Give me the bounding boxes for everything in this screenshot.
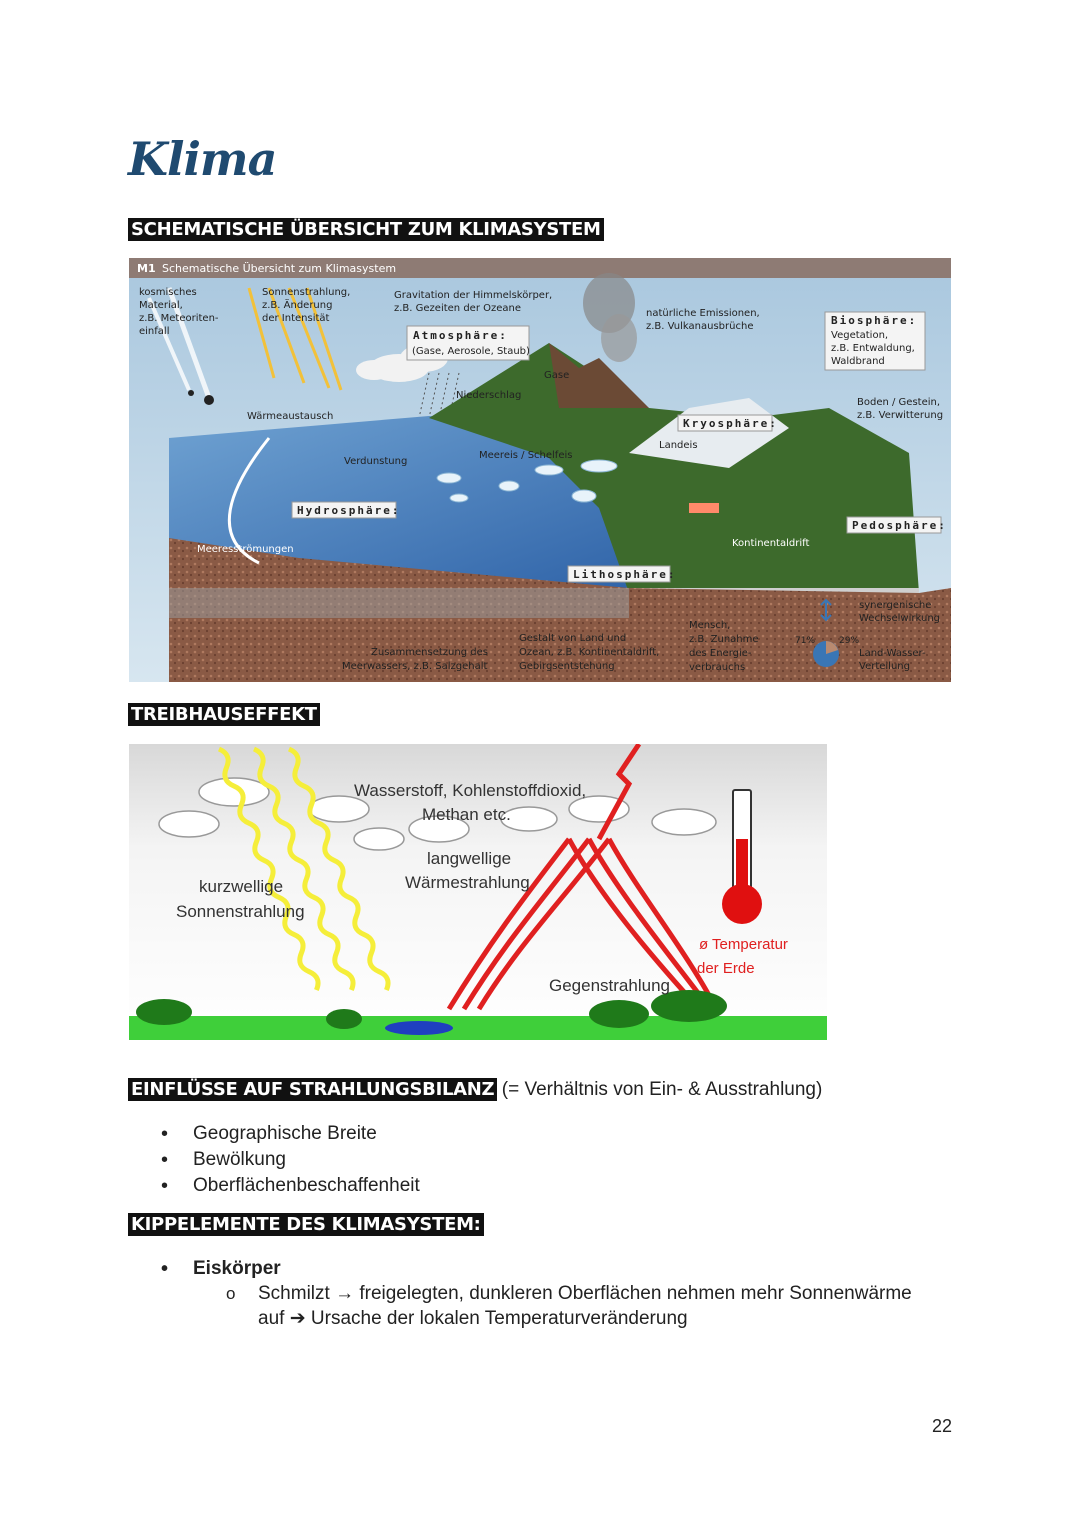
list-item: Bewölkung — [128, 1147, 948, 1173]
label-meereis: Meereis / Schelfeis — [479, 450, 572, 461]
label-meeresstroemungen: Meeresströmungen — [197, 544, 294, 555]
label-biosphaere-sub-3: Waldbrand — [831, 356, 885, 367]
label-niederschlag: Niederschlag — [456, 390, 521, 401]
label-hydrosphaere: Hydrosphäre: — [297, 504, 400, 517]
figure-klimasystem: M1 Schematische Übersicht zum Klimasyste… — [129, 258, 951, 682]
sub-item-line-2: auf ➔ Ursache der lokalen Temperaturverä… — [258, 1308, 688, 1329]
strahlungsbilanz-note: (= Verhältnis von Ein- & Ausstrahlung) — [501, 1079, 823, 1100]
label-synergie-1: synergenische — [859, 600, 931, 611]
label-gase: Gase — [544, 370, 569, 381]
label-gegenstrahlung: Gegenstrahlung — [549, 976, 670, 995]
meteorite-icon — [204, 395, 214, 405]
tree-icon — [136, 990, 727, 1029]
label-atmosphaere: Atmosphäre: — [413, 329, 508, 342]
label-kurzwellig-1: kurzwellige — [199, 877, 283, 896]
label-pct-wasser: 29% — [839, 636, 859, 646]
label-emissionen-1: natürliche Emissionen, — [646, 308, 760, 319]
label-biosphaere-sub-2: z.B. Entwaldung, — [831, 343, 915, 354]
label-langwellig-2: Wärmestrahlung — [405, 873, 530, 892]
label-zusammensetzung-1: Zusammensetzung des — [371, 647, 488, 658]
label-temperatur-1: ø Temperatur — [699, 936, 788, 953]
label-verteilung-2: Verteilung — [859, 661, 910, 672]
label-waermeaustausch: Wärmeaustausch — [247, 411, 333, 422]
label-verdunstung: Verdunstung — [344, 456, 407, 467]
sub-item-line-1: Schmilzt → freigelegten, dunkleren Oberf… — [128, 1281, 988, 1306]
label-gestalt-2: Ozean, z.B. Kontinentaldrift, — [519, 647, 659, 658]
figure-treibhauseffekt: Wasserstoff, Kohlenstoffdioxid, Methan e… — [129, 744, 827, 1040]
list-item: Oberflächenbeschaffenheit — [128, 1173, 948, 1199]
list-item: Eiskörper — [128, 1256, 988, 1282]
land-water-pie-icon — [813, 641, 839, 667]
label-temperatur-2: der Erde — [697, 960, 755, 977]
label-boden-2: z.B. Verwitterung — [857, 410, 943, 421]
label-kosmisch-2: Material, — [139, 300, 183, 311]
figure-caption-id: M1 — [137, 262, 156, 275]
label-kontinentaldrift: Kontinentaldrift — [732, 538, 809, 549]
label-gravitation-1: Gravitation der Himmelskörper, — [394, 290, 552, 301]
section-heading-strahlungsbilanz: EINFLÜSSE AUF STRAHLUNGSBILANZ — [128, 1078, 498, 1101]
kippelemente-list: Eiskörper — [128, 1256, 988, 1282]
section-strahlungsbilanz-header: EINFLÜSSE AUF STRAHLUNGSBILANZ (= Verhäl… — [128, 1078, 823, 1101]
double-arrow-icon — [820, 598, 832, 622]
label-gestalt-3: Gebirgsentstehung — [519, 661, 615, 672]
label-mensch-3: des Energie- — [689, 648, 752, 659]
list-item: Geographische Breite — [128, 1121, 948, 1147]
figure-caption: Schematische Übersicht zum Klimasystem — [162, 262, 396, 275]
label-gases-2: Methan etc. — [422, 805, 511, 824]
label-biosphaere-sub-1: Vegetation, — [831, 330, 888, 341]
label-mensch-1: Mensch, — [689, 620, 730, 631]
label-mensch-2: z.B. Zunahme — [689, 634, 759, 645]
section-heading-kippelemente: KIPPELEMENTE DES KLIMASYSTEM: — [128, 1213, 484, 1236]
label-verteilung-1: Land-Wasser- — [859, 648, 926, 659]
strahlungsbilanz-list: Geographische Breite Bewölkung Oberfläch… — [128, 1121, 948, 1199]
meteorite-icon — [188, 390, 194, 396]
label-pedosphaere: Pedosphäre: — [852, 519, 947, 532]
label-kosmisch-3: z.B. Meteoriten- — [139, 313, 219, 324]
label-boden-1: Boden / Gestein, — [857, 397, 940, 408]
section-heading-treibhaus: TREIBHAUSEFFEKT — [128, 703, 320, 726]
label-sonnen-1: Sonnenstrahlung, — [262, 287, 350, 298]
label-mensch-4: verbrauchs — [689, 662, 745, 673]
label-kurzwellig-2: Sonnenstrahlung — [176, 902, 305, 921]
label-gases-1: Wasserstoff, Kohlenstoffdioxid, — [354, 781, 586, 800]
label-zusammensetzung-2: Meerwassers, z.B. Salzgehalt — [342, 661, 487, 672]
thermometer-icon — [722, 789, 762, 924]
label-langwellig-1: langwellige — [427, 849, 511, 868]
label-synergie-2: Wechselwirkung — [859, 613, 940, 624]
label-emissionen-2: z.B. Vulkanausbrüche — [646, 321, 753, 332]
label-gestalt-1: Gestalt von Land und — [519, 633, 626, 644]
label-biosphaere: Biosphäre: — [831, 314, 917, 327]
sun-rays-icon — [247, 287, 343, 391]
label-kosmisch-4: einfall — [139, 326, 169, 337]
label-sonnen-2: z.B. Änderung — [262, 298, 332, 311]
kippelemente-sub: Schmilzt → freigelegten, dunkleren Oberf… — [128, 1281, 988, 1331]
label-lithosphaere: Lithosphäre: — [573, 568, 676, 581]
section-heading-klimasystem: SCHEMATISCHE ÜBERSICHT ZUM KLIMASYSTEM — [128, 218, 604, 241]
label-atmosphaere-sub: (Gase, Aerosole, Staub) — [412, 346, 530, 357]
label-gravitation-2: z.B. Gezeiten der Ozeane — [394, 303, 521, 314]
label-kryosphaere: Kryosphäre: — [683, 417, 778, 430]
page-number: 22 — [931, 1416, 952, 1436]
page-title: Klima — [128, 132, 277, 186]
label-sonnen-3: der Intensität — [262, 313, 330, 324]
label-kosmisch-1: kosmisches — [139, 287, 197, 298]
label-pct-land: 71% — [795, 636, 815, 646]
sun-rays-icon — [217, 746, 391, 992]
ice-floe-icon — [436, 459, 618, 503]
label-landeis: Landeis — [659, 440, 698, 451]
